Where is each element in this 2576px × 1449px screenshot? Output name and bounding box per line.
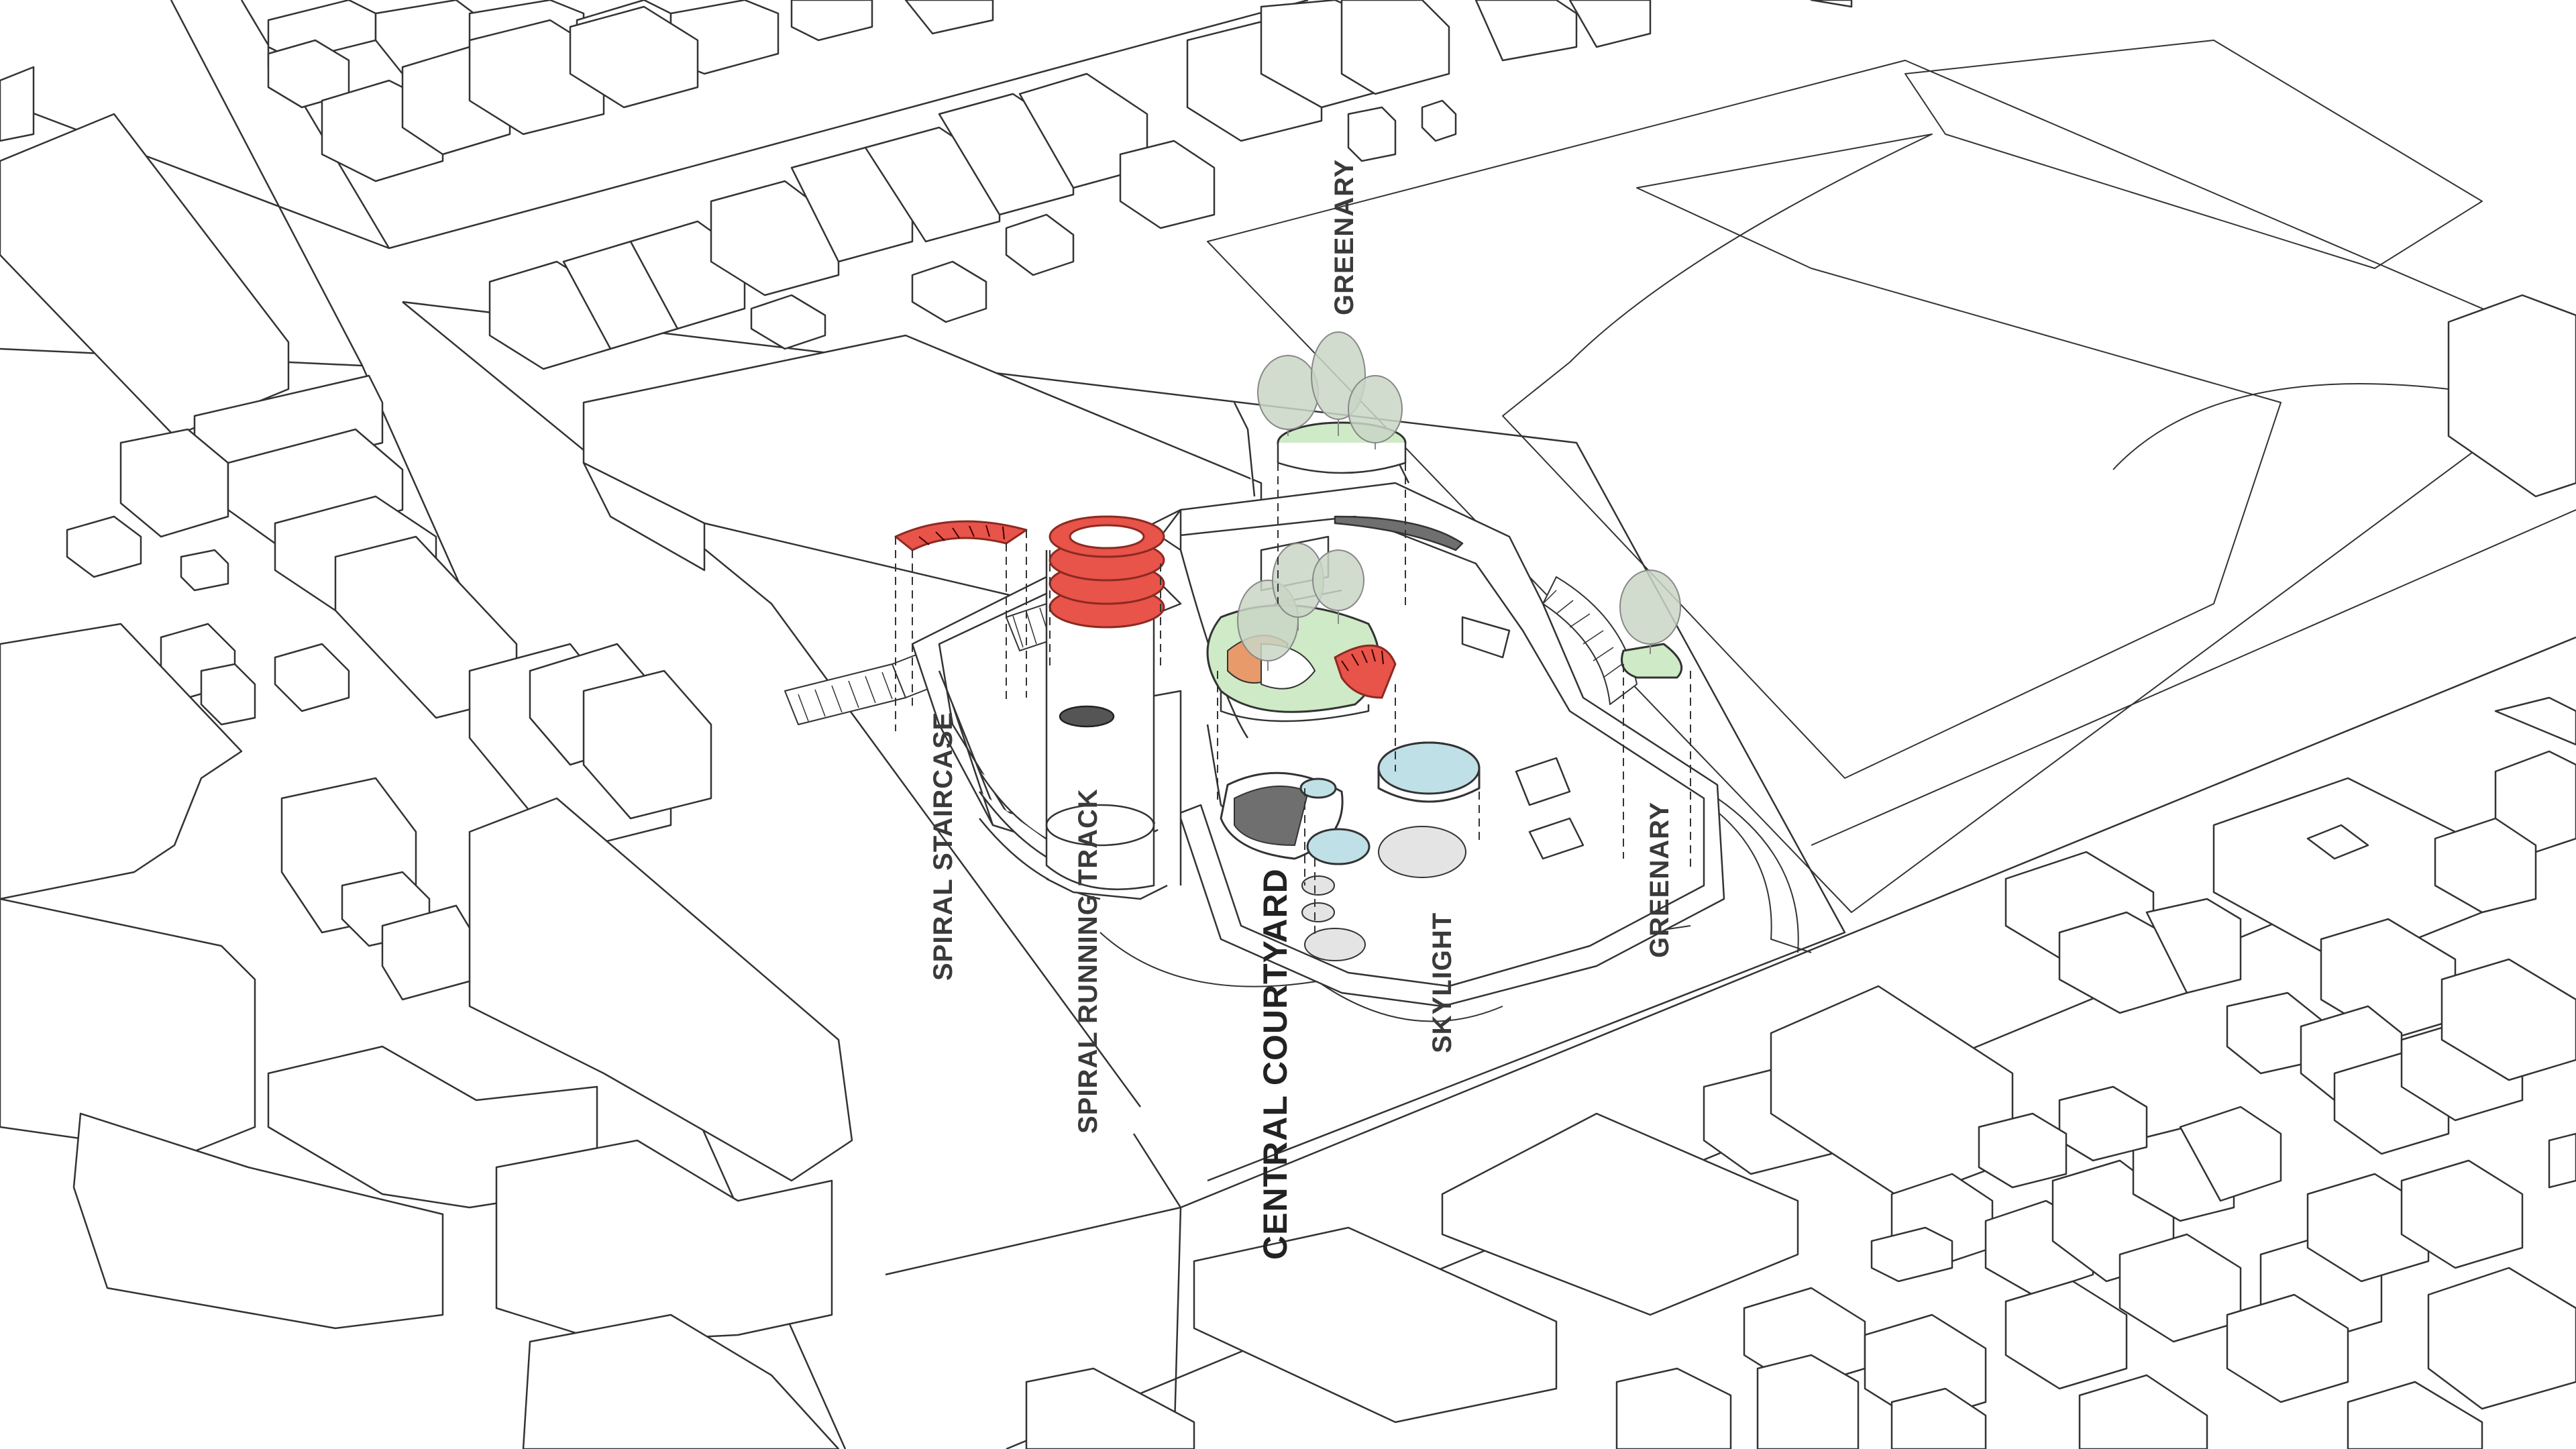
label-skylight: SKYLIGHT: [1428, 912, 1457, 1053]
spiral-running-track: [1049, 515, 1165, 629]
ramp-stripes: [798, 590, 1623, 722]
tree-trunks: [1267, 419, 1651, 671]
top-buildings: [267, 0, 1853, 182]
roof-edge: [1334, 515, 1464, 551]
label-spiral-staircase: SPIRAL STAIRCASE: [928, 711, 958, 981]
trees: [1237, 331, 1681, 661]
leader-lines: [895, 463, 1691, 939]
row-houses: [488, 72, 1216, 370]
label-greenery-top: GREENARY: [1330, 158, 1359, 315]
left-buildings: [0, 66, 853, 1449]
label-spiral-running-track: SPIRAL RUNNING TRACK: [1073, 788, 1103, 1134]
bottom-buildings: [1025, 294, 2576, 1449]
label-central-courtyard: CENTRAL COURTYARD: [1256, 868, 1294, 1260]
greenery-disc-right: [1621, 643, 1683, 679]
running-track-tower: [1045, 550, 1155, 890]
skylights: [1299, 741, 1481, 961]
park-outline: [1207, 40, 2576, 913]
label-greenery-right: GREENARY: [1645, 801, 1674, 958]
